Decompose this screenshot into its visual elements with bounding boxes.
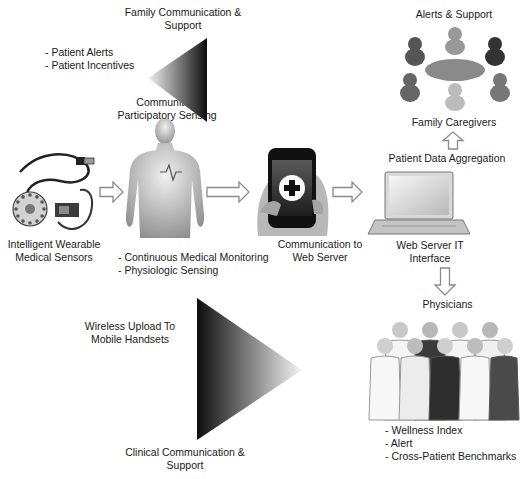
component-label: Communication to Web Server <box>270 238 370 264</box>
bullet-item: - Patient Alerts <box>45 46 113 59</box>
triangle-heading: Family Communication & Support <box>113 6 253 32</box>
triangle-label: Wireless Upload To Mobile Handsets <box>75 320 185 346</box>
bullet-item: - Patient Incentives <box>45 59 134 72</box>
bullet-item: - Cross-Patient Benchmarks <box>385 450 516 463</box>
gradient-triangle <box>197 298 302 440</box>
component-label: Family Caregivers <box>384 116 524 129</box>
phone-group: Communication to Web Server <box>252 150 330 264</box>
clinical-triangle: Wireless Upload To Mobile HandsetsClinic… <box>70 296 310 474</box>
physician-group: Physicians - Wellness Index- Alert- Cross… <box>375 298 520 463</box>
laptop-illustration <box>368 172 470 234</box>
gradient-triangle <box>148 38 207 122</box>
server-group: Patient Data AggregationWeb Server IT In… <box>365 152 465 265</box>
sensor-group: Intelligent Wearable Medical Sensors <box>3 150 97 264</box>
caregiver-group: Alerts & SupportFamily Caregivers <box>395 8 520 129</box>
component-heading: Patient Data Aggregation <box>372 152 522 165</box>
support-triangle: Family Communication & Support - Patient … <box>40 5 255 125</box>
component-label: Web Server IT Interface <box>385 239 475 265</box>
phone-illustration <box>257 148 328 236</box>
component-label: Intelligent Wearable Medical Sensors <box>4 238 104 264</box>
sensor-illustration <box>13 154 94 229</box>
human-figure <box>126 118 204 238</box>
bullet-item: - Continuous Medical Monitoring <box>118 251 269 264</box>
block-arrow <box>435 268 455 295</box>
patient-group: Communities Participatory Sensing- Conti… <box>126 96 204 277</box>
bullet-item: - Physiologic Sensing <box>118 264 218 277</box>
block-arrow <box>333 182 362 202</box>
triangle-heading: Clinical Communication & Support <box>115 446 255 472</box>
block-arrow <box>207 182 249 202</box>
block-arrow <box>100 182 123 202</box>
block-arrow <box>443 132 463 149</box>
caregivers-illustration <box>400 27 510 111</box>
bullet-item: - Wellness Index <box>385 424 462 437</box>
component-heading: Physicians <box>375 298 520 311</box>
bullet-item: - Alert <box>385 437 412 450</box>
component-heading: Alerts & Support <box>384 8 524 21</box>
physicians-illustration <box>369 322 519 420</box>
